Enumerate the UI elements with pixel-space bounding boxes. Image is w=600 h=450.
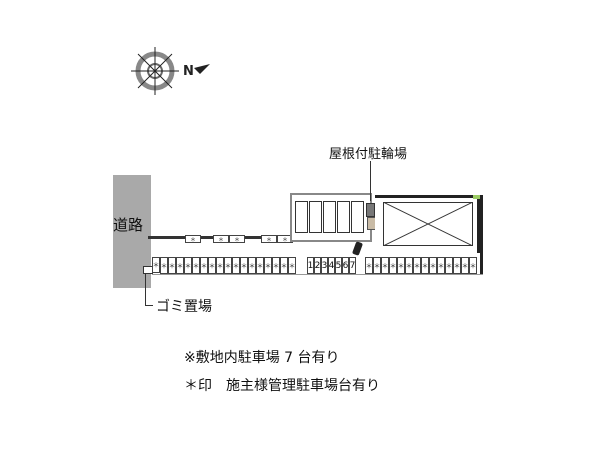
parking-space: ＊ xyxy=(168,257,176,274)
svg-text:N: N xyxy=(183,64,194,79)
lot-right-edge xyxy=(480,195,483,275)
parking-space: ＊ xyxy=(469,257,477,274)
parking-row-bottom-left: ＊ ＊ ＊ ＊ ＊ ＊ ＊ ＊ ＊ ＊ ＊ ＊ ＊ ＊ ＊ ＊ ＊ ＊ xyxy=(152,257,296,274)
parking-space: ＊ xyxy=(240,257,248,274)
bike-rack xyxy=(351,201,364,233)
parking-space: ＊ xyxy=(264,257,272,274)
bike-rack xyxy=(337,201,350,233)
parking-row-top: ＊ ＊ ＊ ＊ ＊ xyxy=(185,235,293,244)
site-lot: ＊ ＊ ＊ ＊ ＊ ＊ ＊ ＊ ＊ ＊ ＊ ＊ ＊ ＊ ＊ ＊ xyxy=(143,193,488,277)
lot-bottom-edge xyxy=(152,274,483,275)
building-x-icon xyxy=(382,201,474,247)
parking-row-bottom-right: ＊ ＊ ＊ ＊ ＊ ＊ ＊ ＊ ＊ ＊ ＊ ＊ ＊ ＊ xyxy=(365,257,477,274)
green-marker xyxy=(473,195,480,199)
garbage-label: ゴミ置場 xyxy=(156,299,212,315)
compass-rose-icon: N xyxy=(131,47,210,95)
parking-space: ＊ xyxy=(429,257,437,274)
parking-space: ＊ xyxy=(185,235,201,244)
numbered-space: 7 xyxy=(349,257,356,274)
bike-rack xyxy=(323,201,336,233)
parking-space: ＊ xyxy=(160,257,168,274)
numbered-space: 5 xyxy=(335,257,342,274)
note-owner-managed: ＊印 施主様管理駐車場台有り xyxy=(184,378,380,394)
parking-space: ＊ xyxy=(200,257,208,274)
numbered-space: 4 xyxy=(328,257,335,274)
parking-space: ＊ xyxy=(365,257,373,274)
note-parking-count: ※敷地内駐車場 7 台有り xyxy=(184,350,340,366)
parking-space: ＊ xyxy=(461,257,469,274)
parking-space: ＊ xyxy=(192,257,200,274)
parking-space: ＊ xyxy=(261,235,277,244)
parking-space: ＊ xyxy=(272,257,280,274)
bicycle-shelter-label: 屋根付駐輪場 xyxy=(329,147,408,162)
parking-space: ＊ xyxy=(229,235,245,244)
bicycle-shelter-box xyxy=(366,203,375,217)
parking-space: ＊ xyxy=(224,257,232,274)
parking-space: ＊ xyxy=(445,257,453,274)
car-icon xyxy=(351,241,364,256)
parking-space: ＊ xyxy=(405,257,413,274)
parking-space: ＊ xyxy=(288,257,296,274)
parking-space: ＊ xyxy=(213,235,229,244)
parking-space: ＊ xyxy=(152,257,160,273)
parking-space: ＊ xyxy=(248,257,256,274)
garbage-leader-line-h xyxy=(145,305,153,306)
bicycle-racks xyxy=(295,201,364,233)
parking-space: ＊ xyxy=(389,257,397,274)
bicycle-shelter-leader-line xyxy=(370,161,371,201)
compass: N xyxy=(128,44,218,100)
parking-space: ＊ xyxy=(208,257,216,274)
parking-space: ＊ xyxy=(216,257,224,274)
numbered-space: 3 xyxy=(321,257,328,274)
parking-space: ＊ xyxy=(184,257,192,274)
numbered-space: 1 xyxy=(307,257,314,274)
parking-space: ＊ xyxy=(413,257,421,274)
numbered-space: 2 xyxy=(314,257,321,274)
parking-space: ＊ xyxy=(176,257,184,274)
parking-row-numbered: 1 2 3 4 5 6 7 xyxy=(307,257,356,274)
parking-space: ＊ xyxy=(280,257,288,274)
bike-rack xyxy=(309,201,322,233)
bike-rack xyxy=(295,201,308,233)
parking-space: ＊ xyxy=(437,257,445,274)
parking-space: ＊ xyxy=(397,257,405,274)
numbered-space: 6 xyxy=(342,257,349,274)
garbage-leader-line xyxy=(145,273,146,305)
parking-space: ＊ xyxy=(421,257,429,274)
parking-space: ＊ xyxy=(232,257,240,274)
road-label: 道路 xyxy=(113,216,144,234)
parking-space: ＊ xyxy=(453,257,461,274)
building-footprint xyxy=(382,201,474,247)
parking-space: ＊ xyxy=(381,257,389,274)
parking-space: ＊ xyxy=(373,257,381,274)
parking-space: ＊ xyxy=(256,257,264,274)
